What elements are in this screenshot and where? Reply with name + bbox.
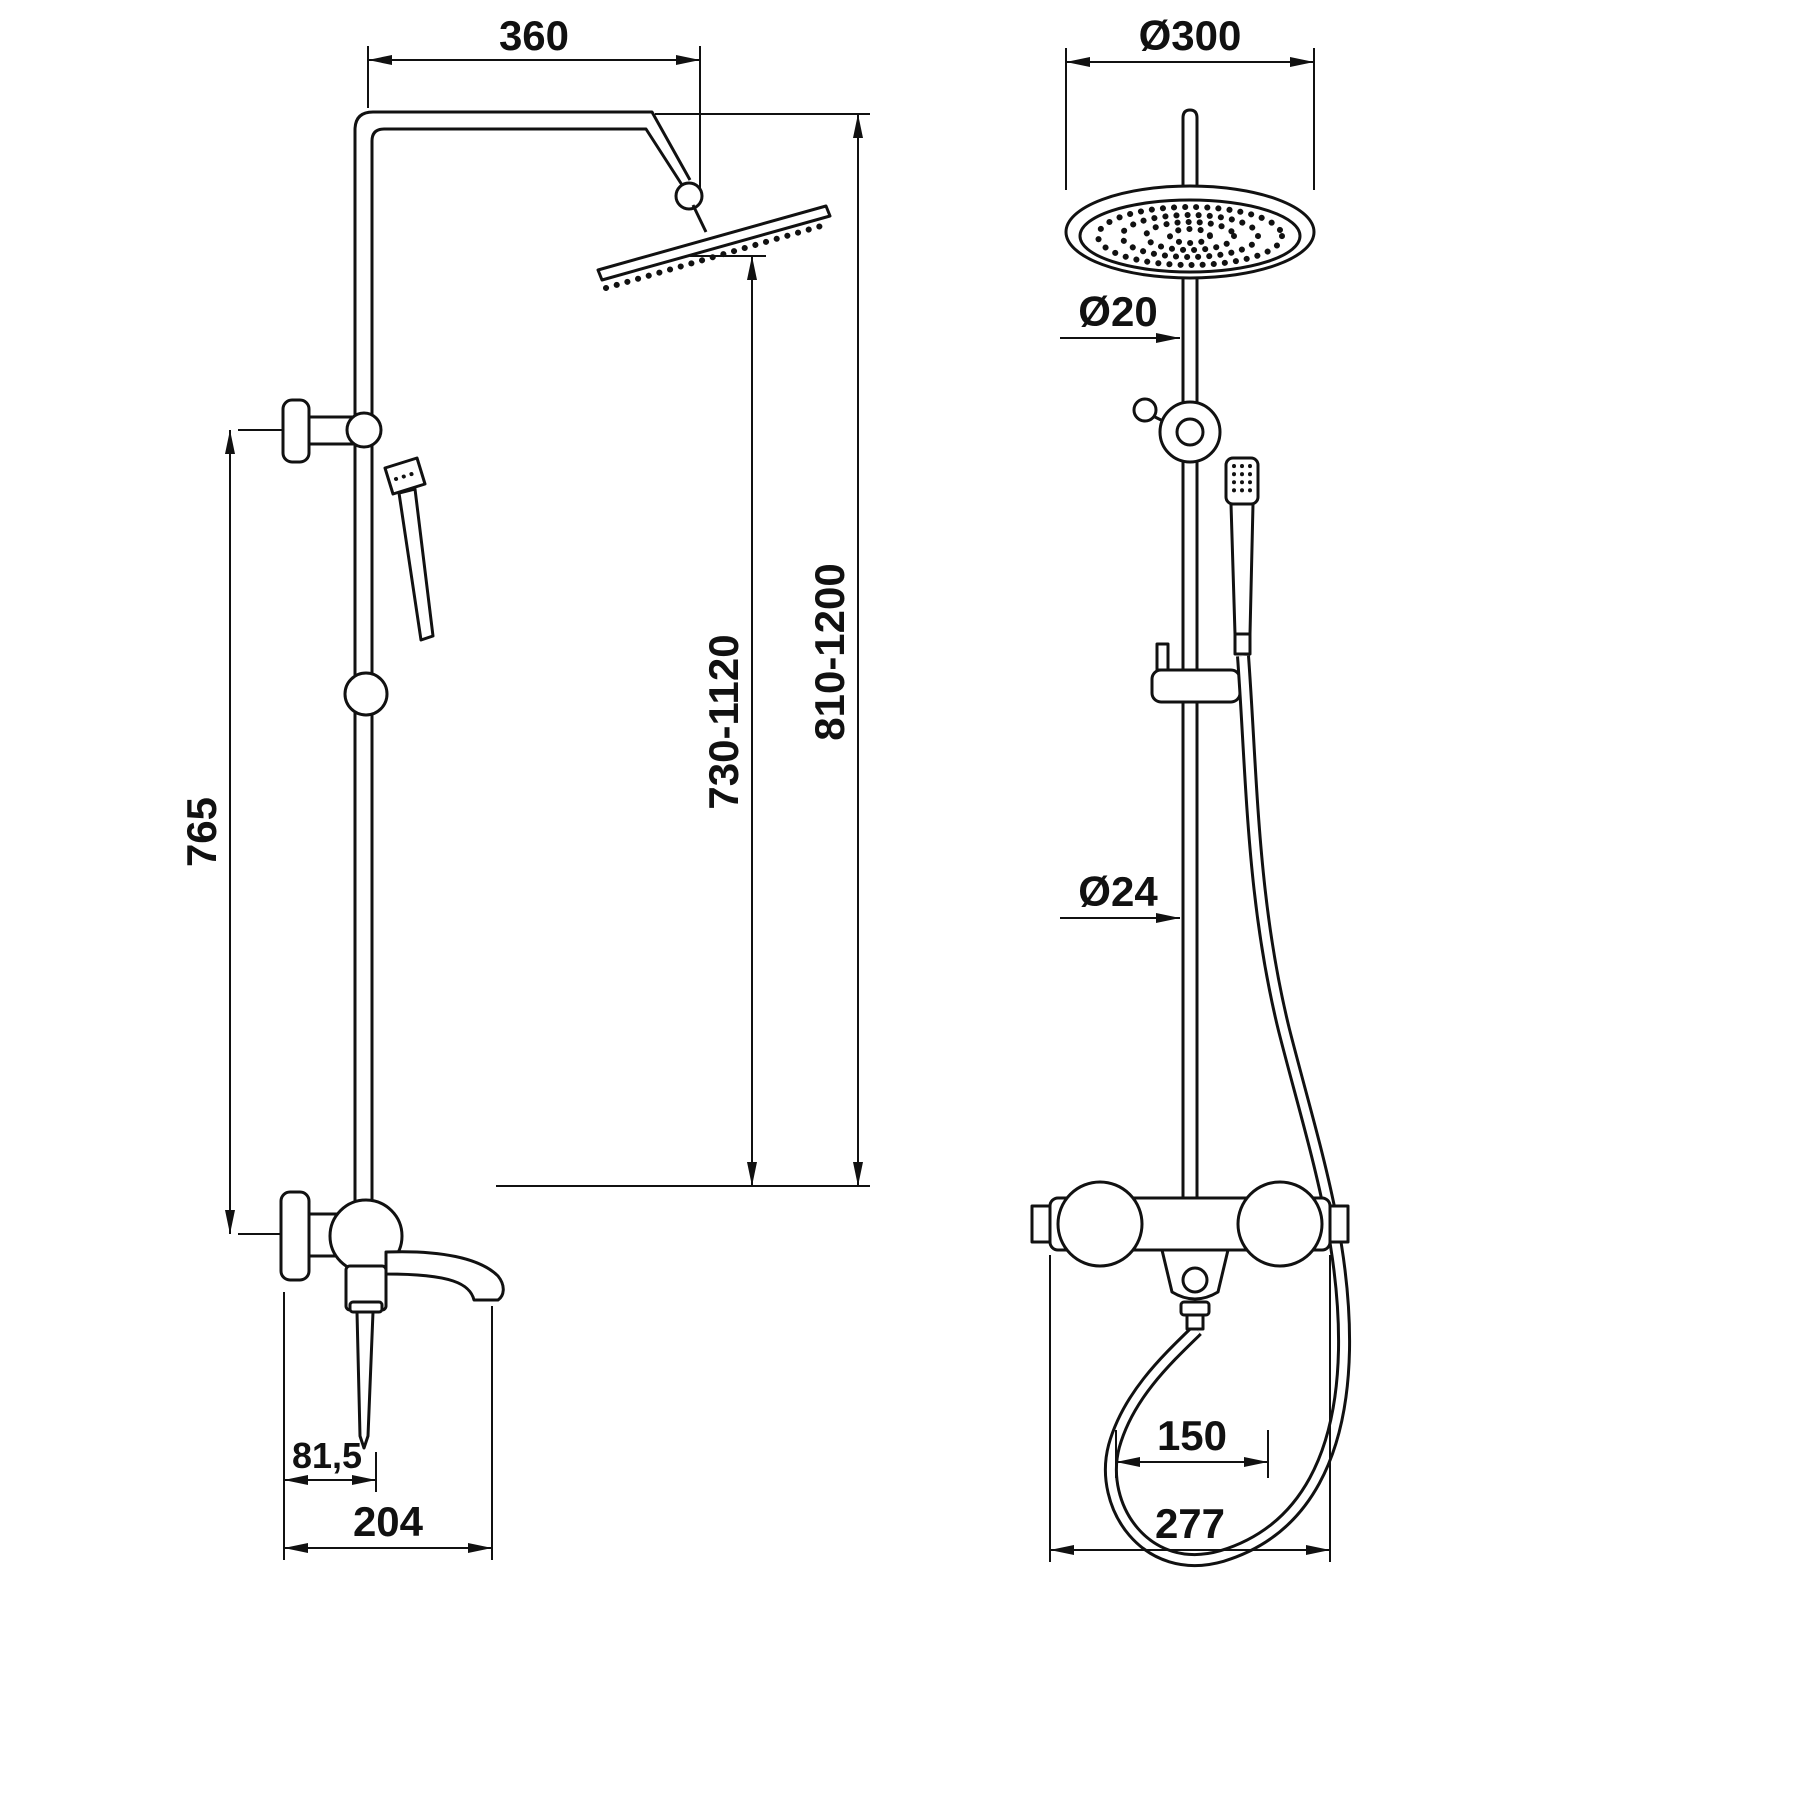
handset-handle bbox=[397, 487, 435, 642]
overhead-shower-side bbox=[596, 181, 832, 291]
shower-pole-side bbox=[353, 110, 692, 1240]
handset-handle-front bbox=[1229, 502, 1255, 636]
nozzle-ring-2 bbox=[1119, 212, 1261, 260]
handset-holder bbox=[343, 671, 389, 717]
dim-riser-pipe-label: Ø24 bbox=[1078, 868, 1158, 915]
mixer-escutcheon-right bbox=[1236, 1180, 1324, 1268]
dim-arm-reach: 360 bbox=[367, 12, 701, 188]
hose-nipple bbox=[1185, 1313, 1205, 1331]
dim-arm-reach-label: 360 bbox=[499, 12, 569, 59]
front-view: Ø300 Ø20 Ø24 150 277 bbox=[1030, 12, 1352, 1568]
mixer-front bbox=[1030, 1180, 1350, 1331]
hand-shower-front bbox=[1224, 456, 1260, 656]
hose-connector bbox=[1233, 632, 1252, 656]
mixer-end-left bbox=[1030, 1204, 1052, 1244]
nozzle-ring-1 bbox=[1095, 204, 1285, 268]
dim-upper-pipe: Ø20 bbox=[1060, 288, 1180, 343]
upper-clamp-front bbox=[1132, 397, 1222, 464]
overhead-shower-front bbox=[1064, 184, 1316, 280]
dim-spout-reach-label: 204 bbox=[353, 1498, 424, 1545]
mixer-escutcheon-left bbox=[1056, 1180, 1144, 1268]
dim-head-diameter-label: Ø300 bbox=[1139, 12, 1242, 59]
tub-spout bbox=[384, 1250, 505, 1302]
dim-mixer-width-label: 277 bbox=[1155, 1500, 1225, 1547]
pole-clamp bbox=[345, 411, 383, 449]
dim-overall-height-label: 810-1200 bbox=[806, 563, 853, 741]
hose-nut bbox=[1179, 1300, 1211, 1317]
head-feed-pipe bbox=[1181, 108, 1199, 186]
dim-inlet-spacing-label: 150 bbox=[1157, 1412, 1227, 1459]
shower-head-plate bbox=[596, 204, 832, 282]
dim-handle-offset-label: 81,5 bbox=[292, 1435, 362, 1476]
wall-flange-lower bbox=[279, 1190, 311, 1282]
mixer-side bbox=[279, 1190, 505, 1450]
dim-head-to-outlet: 730-1120 bbox=[690, 255, 766, 1186]
mixer-end-right bbox=[1328, 1204, 1350, 1244]
side-view: 360 765 730-1120 810-1200 81,5 bbox=[178, 12, 870, 1560]
dim-bracket-span: 765 bbox=[178, 429, 282, 1235]
dim-overall-height: 810-1200 bbox=[496, 113, 870, 1187]
dim-handle-offset: 81,5 bbox=[283, 1292, 377, 1560]
dim-inlet-spacing: 150 bbox=[1115, 1412, 1269, 1478]
ball-joint bbox=[674, 181, 704, 211]
upper-wall-bracket-side bbox=[281, 398, 383, 464]
dim-head-diameter: Ø300 bbox=[1065, 12, 1315, 190]
clamp-knob bbox=[1132, 397, 1158, 423]
nozzle-ring-4 bbox=[1167, 226, 1213, 246]
slider-bracket-front bbox=[1150, 642, 1242, 704]
shower-hose bbox=[1103, 655, 1352, 1568]
wall-flange bbox=[281, 398, 311, 464]
dim-mixer-width: 277 bbox=[1049, 1255, 1331, 1562]
spout-outlet bbox=[1181, 1266, 1209, 1294]
mixer-lever bbox=[355, 1310, 375, 1450]
dim-head-to-outlet-label: 730-1120 bbox=[700, 634, 747, 809]
nozzle-ring-3 bbox=[1143, 219, 1237, 253]
dim-riser-pipe: Ø24 bbox=[1060, 868, 1180, 923]
dim-spout-reach: 204 bbox=[284, 1306, 493, 1560]
hand-shower-side bbox=[343, 456, 435, 717]
dim-bracket-span-label: 765 bbox=[178, 797, 225, 867]
dim-upper-pipe-label: Ø20 bbox=[1078, 288, 1157, 335]
